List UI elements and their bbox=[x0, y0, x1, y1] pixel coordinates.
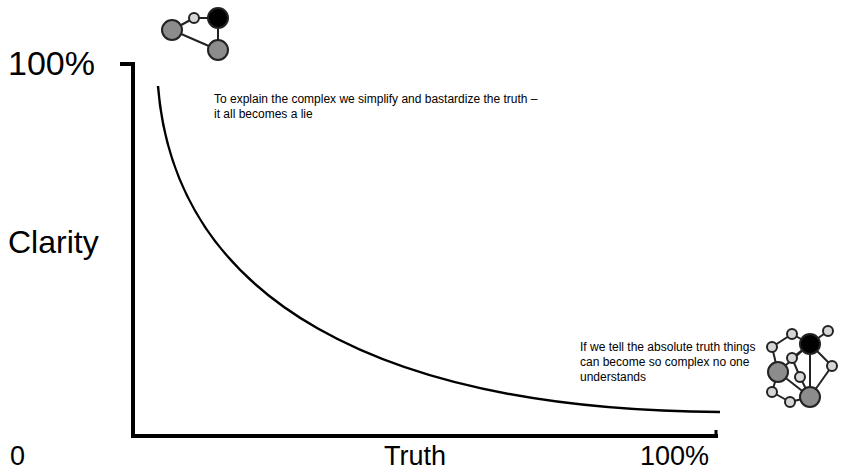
complex-network-icon bbox=[767, 326, 837, 407]
network-dot bbox=[208, 40, 228, 60]
network-dot bbox=[800, 334, 820, 354]
network-dot bbox=[768, 362, 788, 382]
axis-title: Truth bbox=[384, 443, 446, 470]
network-dot bbox=[162, 20, 182, 40]
network-dot bbox=[823, 326, 833, 336]
network-dot bbox=[795, 372, 805, 382]
x-axis bbox=[131, 434, 718, 438]
network-dot bbox=[208, 8, 228, 28]
network-dot bbox=[827, 361, 837, 371]
y-axis bbox=[131, 62, 135, 437]
network-dot bbox=[787, 329, 797, 339]
axis-min-label: 0 bbox=[10, 443, 25, 470]
network-dot bbox=[785, 397, 795, 407]
network-dot bbox=[800, 387, 820, 407]
network-dot bbox=[787, 353, 797, 363]
network-dot bbox=[767, 342, 777, 352]
network-dot bbox=[189, 13, 199, 23]
axis-tick bbox=[120, 62, 133, 66]
axis-max-label: 100% bbox=[640, 443, 709, 470]
axis-title: Clarity bbox=[8, 226, 99, 258]
axis-max-label: 100% bbox=[8, 46, 95, 80]
network-dot bbox=[767, 387, 777, 397]
annotation-note: If we tell the absolute truth things can… bbox=[580, 340, 758, 385]
axis-tick bbox=[715, 430, 718, 438]
simple-network-icon bbox=[162, 8, 228, 60]
annotation-note: To explain the complex we simplify and b… bbox=[214, 92, 544, 122]
